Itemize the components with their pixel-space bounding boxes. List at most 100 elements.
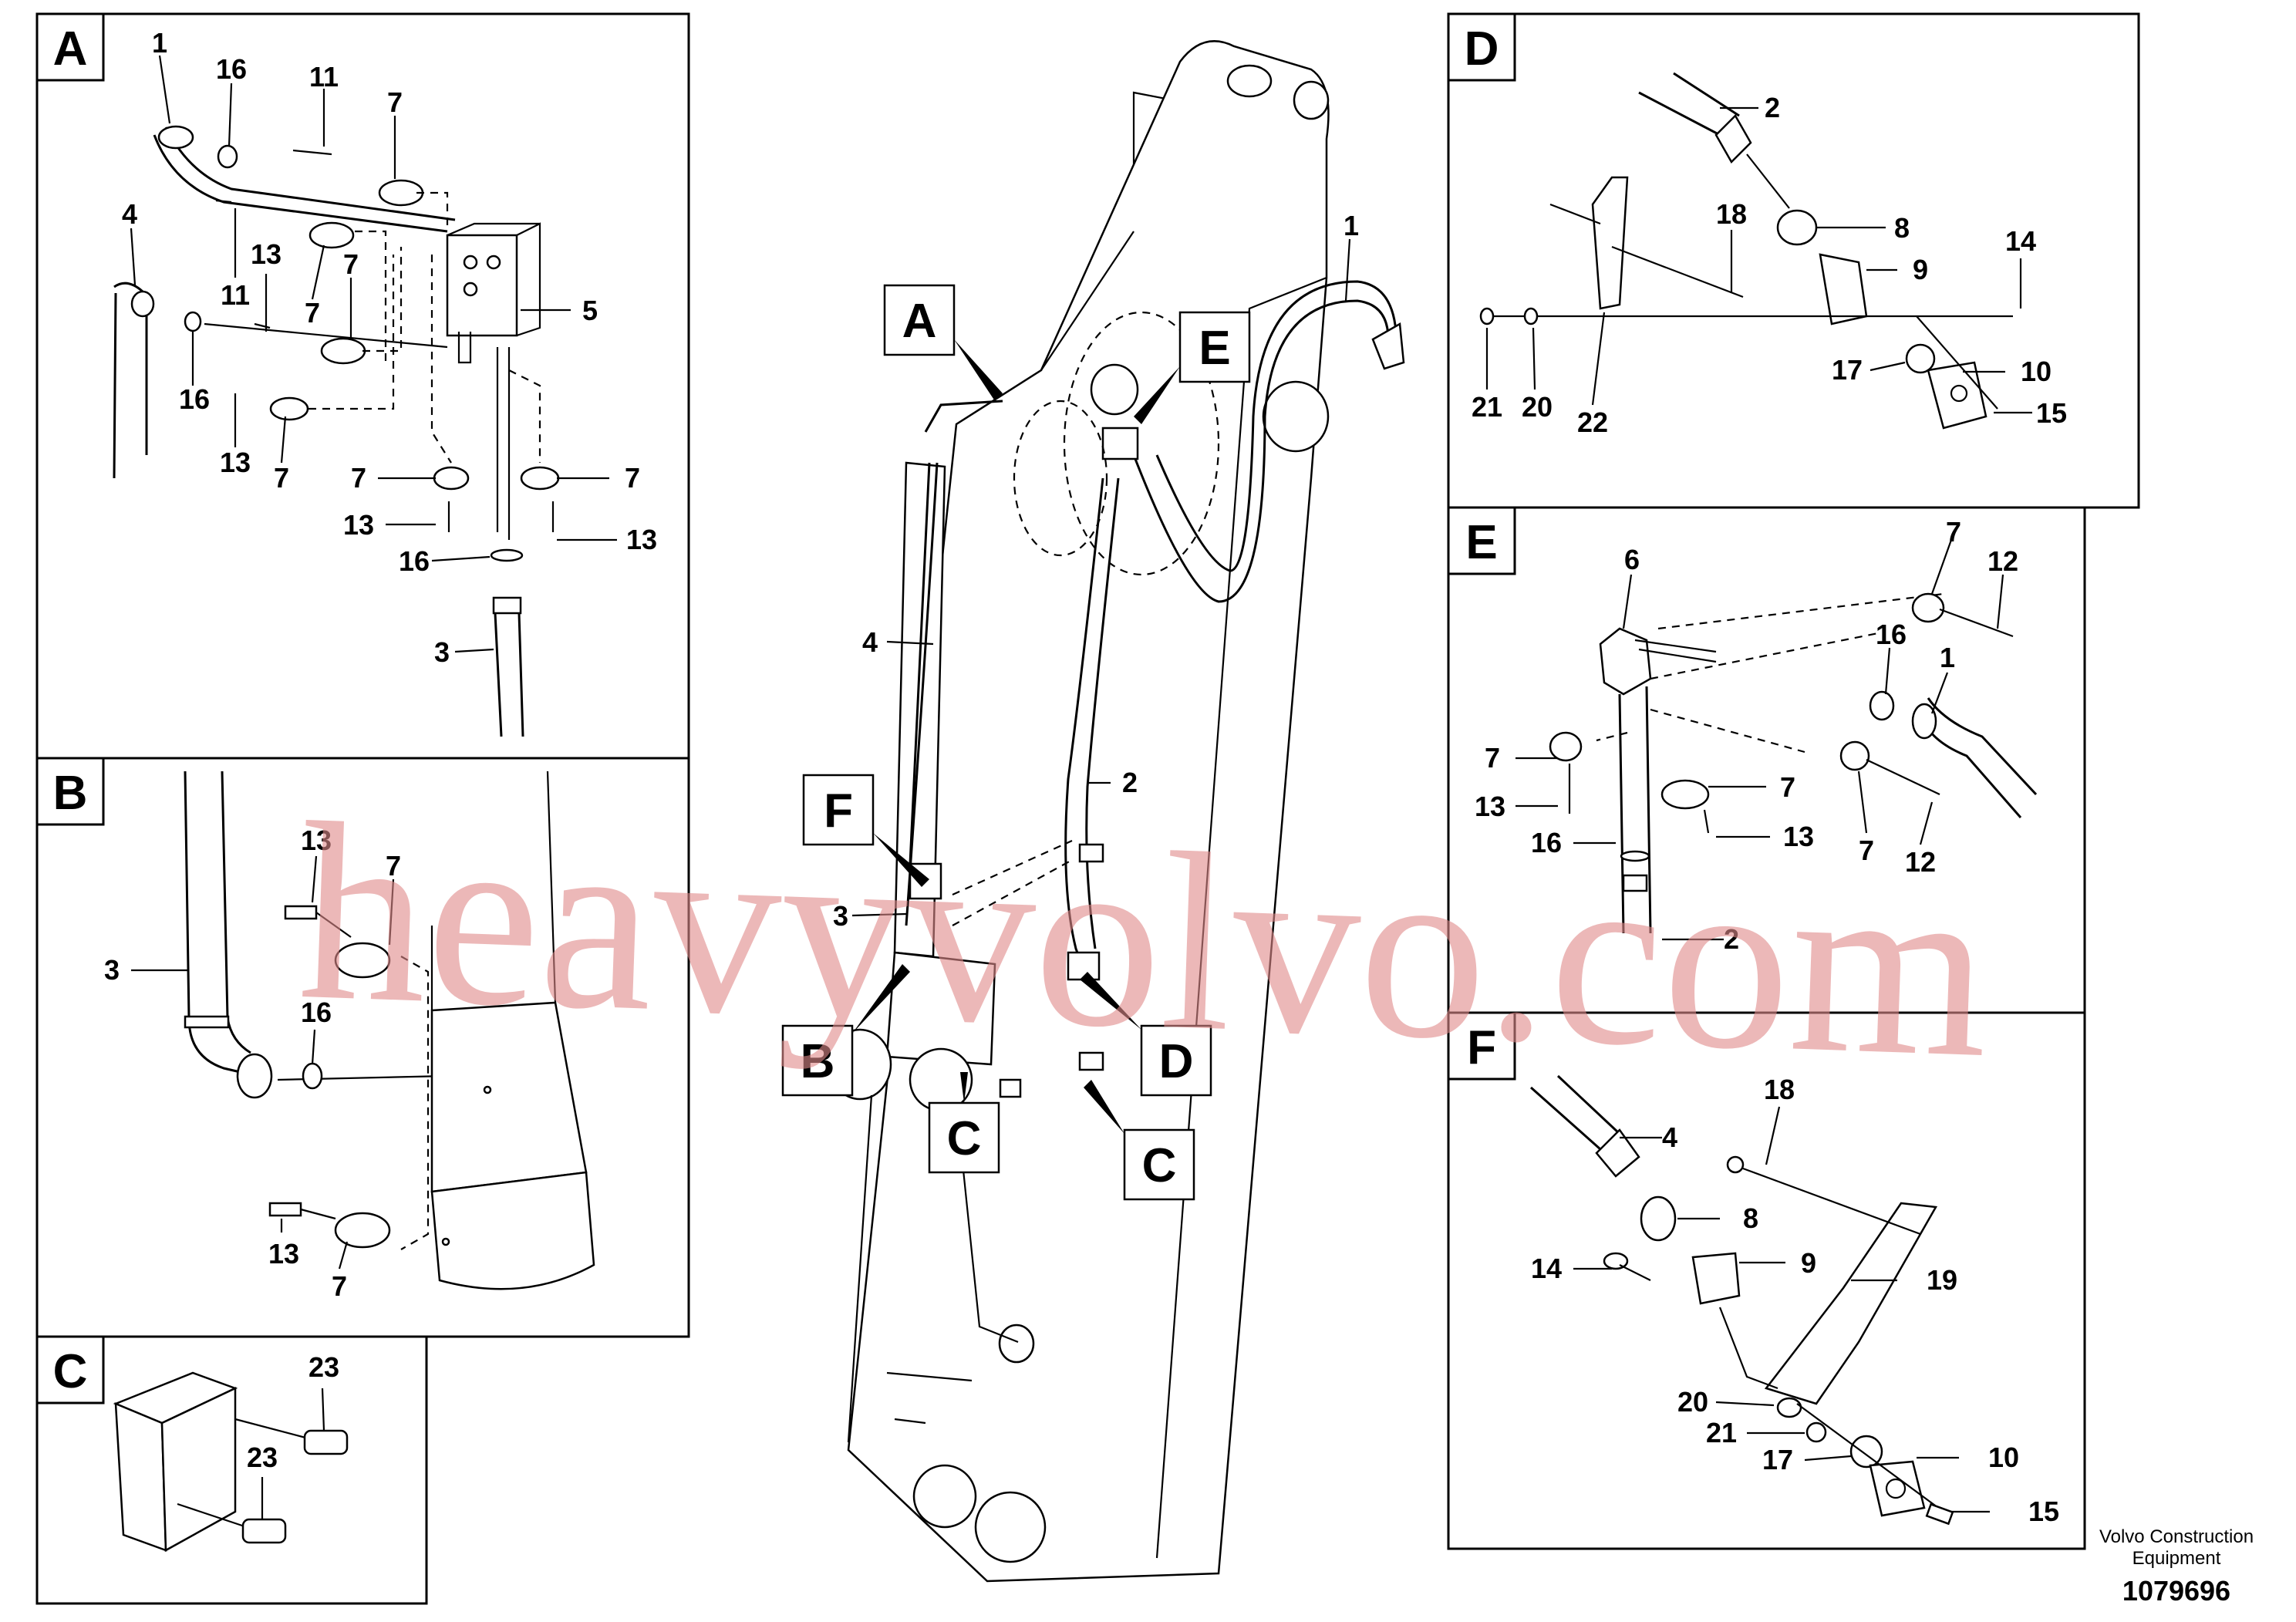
main-boom-drawing bbox=[828, 40, 1405, 1583]
panel-c-drawing bbox=[113, 1371, 349, 1553]
callout-a-7b: 7 bbox=[305, 297, 320, 329]
panel-a-tag: A bbox=[53, 22, 88, 76]
callout-f-9: 9 bbox=[1801, 1247, 1816, 1279]
callout-b-16: 16 bbox=[301, 996, 332, 1028]
panel-a: A bbox=[35, 12, 690, 760]
view-tag-f: F bbox=[824, 784, 853, 838]
callout-a-4: 4 bbox=[122, 198, 137, 230]
callout-d-20: 20 bbox=[1522, 391, 1553, 423]
panel-b: B 13 7 3 bbox=[35, 757, 690, 1338]
panel-b-drawing bbox=[184, 771, 595, 1290]
panel-c: C 23 23 bbox=[35, 1335, 428, 1605]
callout-a-7d: 7 bbox=[274, 462, 289, 494]
view-tag-a: A bbox=[902, 295, 937, 348]
callout-d-18: 18 bbox=[1716, 198, 1747, 230]
view-tag-c2: C bbox=[1142, 1139, 1177, 1192]
panel-e-drawing bbox=[1549, 592, 2038, 934]
panel-c-tag: C bbox=[53, 1345, 88, 1398]
callout-b-7b: 7 bbox=[332, 1270, 347, 1302]
callout-a-13d: 13 bbox=[626, 524, 657, 555]
callout-d-15: 15 bbox=[2036, 397, 2067, 429]
callout-e-13: 13 bbox=[1475, 791, 1505, 822]
panel-a-drawing bbox=[113, 125, 560, 737]
callout-f-17: 17 bbox=[1762, 1444, 1793, 1475]
panel-c-callouts: 23 23 bbox=[247, 1351, 339, 1519]
panel-d-drawing bbox=[1479, 72, 2013, 430]
callout-f-21: 21 bbox=[1706, 1417, 1737, 1448]
callout-f-18: 18 bbox=[1764, 1074, 1795, 1105]
callout-e-12b: 12 bbox=[1905, 846, 1936, 878]
callout-a-5: 5 bbox=[582, 295, 598, 326]
callout-a-11: 11 bbox=[309, 61, 339, 93]
callout-e-16b: 16 bbox=[1531, 827, 1562, 858]
callout-a-1: 1 bbox=[152, 27, 167, 59]
callout-d-8: 8 bbox=[1894, 212, 1910, 244]
callout-a-16c: 16 bbox=[399, 545, 430, 577]
watermark: heavyvolvo.com bbox=[295, 771, 1994, 1111]
callout-a-13b: 13 bbox=[220, 447, 251, 478]
main-callout-3: 3 bbox=[833, 900, 848, 932]
panel-b-callouts: 13 7 3 16 13 7 bbox=[104, 824, 401, 1302]
callout-d-21: 21 bbox=[1472, 391, 1502, 423]
callout-e-12: 12 bbox=[1988, 545, 2018, 577]
main-callout-1: 1 bbox=[1344, 210, 1359, 241]
callout-a-13: 13 bbox=[251, 238, 282, 270]
callout-a-7f: 7 bbox=[625, 462, 640, 494]
panel-d-callouts: 2 18 8 14 9 17 10 21 20 22 15 bbox=[1472, 92, 2067, 438]
callout-d-10: 10 bbox=[2021, 356, 2052, 387]
callout-f-19: 19 bbox=[1927, 1264, 1957, 1296]
callout-d-22: 22 bbox=[1577, 406, 1608, 438]
view-tag-c: C bbox=[947, 1112, 982, 1165]
callout-f-15: 15 bbox=[2028, 1496, 2059, 1527]
callout-b-3: 3 bbox=[104, 954, 120, 986]
callout-a-16: 16 bbox=[216, 53, 247, 85]
callout-e-2: 2 bbox=[1724, 923, 1739, 955]
callout-f-10: 10 bbox=[1988, 1442, 2019, 1473]
callout-e-16: 16 bbox=[1876, 619, 1907, 650]
callout-b-13: 13 bbox=[301, 824, 332, 856]
panel-e: E 6 7 12 bbox=[1447, 506, 2086, 1014]
panel-d: D 2 18 8 14 9 bbox=[1447, 12, 2140, 509]
callout-e-7b: 7 bbox=[1485, 742, 1500, 774]
main-callout-4: 4 bbox=[862, 626, 878, 658]
drawing-number: 1079696 bbox=[2122, 1575, 2230, 1607]
callout-d-9: 9 bbox=[1913, 254, 1928, 285]
callout-e-1: 1 bbox=[1940, 642, 1955, 673]
callout-e-7: 7 bbox=[1946, 516, 1961, 548]
main-callout-2: 2 bbox=[1122, 767, 1138, 798]
callout-e-7c: 7 bbox=[1780, 771, 1795, 803]
callout-a-16b: 16 bbox=[179, 383, 210, 415]
callout-a-13c: 13 bbox=[343, 509, 374, 541]
panel-f: F 18 4 8 14 bbox=[1447, 1011, 2086, 1550]
panel-b-tag: B bbox=[53, 767, 88, 820]
callout-b-13b: 13 bbox=[268, 1238, 299, 1270]
footer-company-line2: Equipment bbox=[2132, 1548, 2221, 1569]
callout-f-8: 8 bbox=[1743, 1202, 1758, 1234]
callout-a-7e: 7 bbox=[351, 462, 366, 494]
callout-c-23b: 23 bbox=[247, 1442, 278, 1473]
main-labels: A E F B D C C 1 4 2 3 bbox=[781, 210, 1359, 1201]
panel-f-callouts: 18 4 8 14 9 19 20 21 17 10 15 bbox=[1531, 1074, 2059, 1527]
callout-a-11b: 11 bbox=[221, 279, 250, 311]
panel-d-tag: D bbox=[1465, 22, 1499, 76]
view-tag-d: D bbox=[1159, 1035, 1194, 1088]
callout-b-7: 7 bbox=[386, 850, 401, 882]
callout-e-6: 6 bbox=[1624, 544, 1640, 575]
view-tag-b: B bbox=[801, 1035, 835, 1088]
callout-e-7d: 7 bbox=[1859, 835, 1874, 866]
panel-e-callouts: 6 7 12 16 1 7 13 7 16 13 7 12 2 bbox=[1475, 516, 2018, 955]
view-tag-e: E bbox=[1199, 322, 1230, 375]
callout-d-17: 17 bbox=[1832, 354, 1863, 386]
callout-d-14: 14 bbox=[2005, 225, 2036, 257]
callout-d-2: 2 bbox=[1765, 92, 1780, 123]
panel-f-tag: F bbox=[1467, 1021, 1496, 1074]
callout-f-14: 14 bbox=[1531, 1253, 1562, 1284]
panel-e-tag: E bbox=[1465, 516, 1497, 569]
callout-f-4: 4 bbox=[1662, 1121, 1677, 1153]
panel-f-drawing bbox=[1530, 1074, 1944, 1517]
callout-a-7: 7 bbox=[387, 86, 403, 118]
callout-f-20: 20 bbox=[1677, 1386, 1708, 1418]
callout-c-23: 23 bbox=[308, 1351, 339, 1383]
footer-company-line1: Volvo Construction bbox=[2099, 1526, 2254, 1547]
